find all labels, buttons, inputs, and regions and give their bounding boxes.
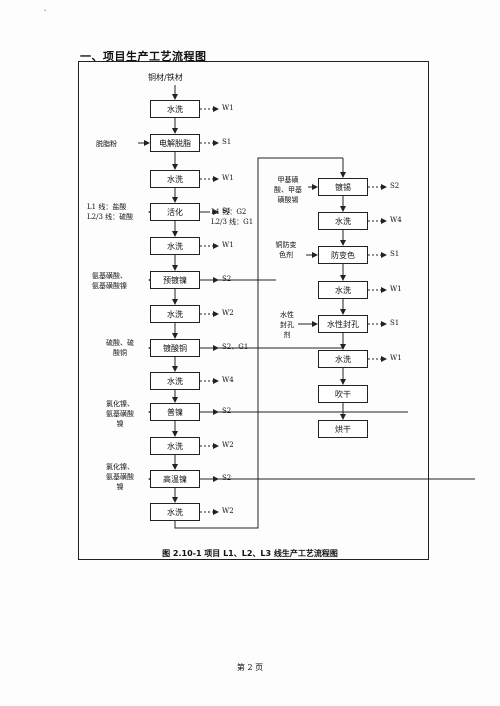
output-left-7: W2 [222,309,234,317]
input-nickel-2: 氨基磺酸 [106,410,134,418]
input-hightemp-3: 镍 [116,483,124,491]
figure-caption: 图 2.10-1 项目 L1、L2、L3 线生产工艺流程图 [162,549,338,558]
activation-output-line2: L2/3 线：G1 [211,218,254,226]
input-activation-line2: L2/3 线：硫酸 [87,213,134,221]
input-hightemp-1: 氯化镍、 [106,463,134,471]
output-left-6: S2 [222,275,232,283]
output-left-4: S1 [222,207,232,215]
input-seal-1: 水性 [280,311,294,319]
input-nickel-1: 氯化镍、 [106,400,134,408]
process-step-right-3: 防变色 [318,246,368,264]
input-tin-2: 酸、甲基 [274,186,302,194]
input-preplate-1: 氨基磺酸、 [92,272,127,280]
process-step-left-5: 水洗 [150,237,200,255]
process-step-left-2: 电解脱脂 [150,134,200,152]
activation-output-line1: L1 线：G2 [211,208,247,216]
input-seal-3: 剂 [283,331,291,339]
output-left-12: S2 [222,474,232,482]
input-hightemp-2: 氨基磺酸 [106,473,134,481]
input-nickel-3: 镍 [116,420,124,428]
process-step-left-1: 水洗 [150,100,200,118]
output-left-2: S1 [222,138,232,146]
input-acid-copper-2: 酸铜 [113,349,127,357]
process-step-left-11: 水洗 [150,437,200,455]
output-left-11: W2 [222,441,234,449]
output-left-1: W1 [222,104,234,112]
input-degrease-powder: 脱脂粉 [96,140,117,148]
process-step-right-7: 吹干 [318,385,368,403]
process-step-right-6: 水洗 [318,350,368,368]
process-step-left-8: 镀酸铜 [150,339,200,357]
output-left-3: W1 [222,174,234,182]
process-step-right-1: 镀锡 [318,178,368,196]
output-left-9: W4 [222,376,234,384]
process-step-left-10: 普镍 [150,403,200,421]
process-step-left-12: 高温镍 [150,470,200,488]
process-step-left-9: 水洗 [150,372,200,390]
input-acid-copper-1: 硫酸、硫 [106,339,134,347]
process-step-left-7: 水洗 [150,305,200,323]
input-anti-1: 铜防变 [275,241,297,249]
process-step-left-13: 水洗 [150,503,200,521]
process-step-right-8: 烘干 [318,420,368,438]
process-step-left-4: 活化 [150,203,200,221]
input-anti-2: 色剂 [279,251,293,259]
output-left-8: S2、G1 [222,343,249,351]
raw-material-label: 铜材/铁材 [148,73,183,82]
page-number: 第 2 页 [236,663,264,672]
output-right-4: W1 [390,285,402,293]
output-right-1: S2 [390,182,400,190]
input-tin-1: 甲基磺 [277,176,299,184]
input-activation-line1: L1 线：盐酸 [87,203,127,211]
corner-mark: 、 [44,6,51,13]
output-right-6: W1 [390,354,402,362]
process-step-right-4: 水洗 [318,281,368,299]
process-step-right-5: 水性封孔 [318,315,368,333]
output-left-5: W1 [222,241,234,249]
output-right-2: W4 [390,216,402,224]
process-step-left-6: 预镀镍 [150,271,200,289]
input-tin-3: 磺酸锡 [277,196,299,204]
process-step-left-3: 水洗 [150,170,200,188]
process-step-right-2: 水洗 [318,212,368,230]
output-left-13: W2 [222,507,234,515]
input-preplate-2: 氨基磺酸镍 [92,282,127,290]
output-right-5: S1 [390,319,400,327]
flowchart-frame [78,61,429,560]
input-seal-2: 封孔 [280,321,294,329]
output-left-10: S2 [222,407,232,415]
section-heading: 一、项目生产工艺流程图 [80,50,207,63]
output-right-3: S1 [390,250,400,258]
